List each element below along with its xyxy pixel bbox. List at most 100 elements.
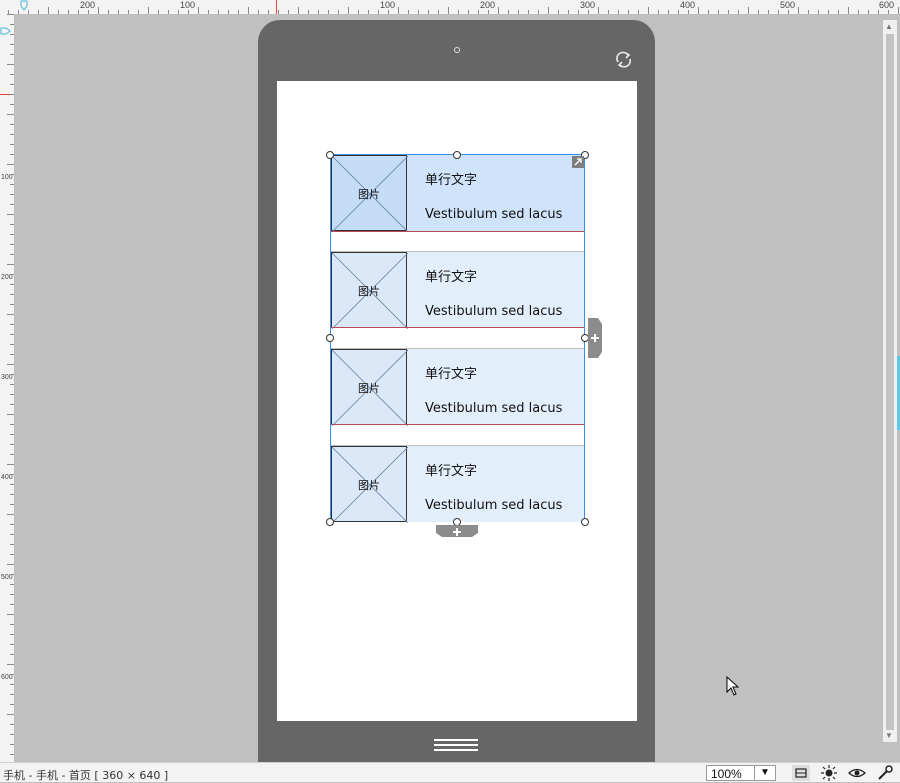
- ruler-tick: [7, 614, 14, 615]
- ruler-tick: [10, 194, 14, 195]
- ruler-tick: [10, 254, 14, 255]
- ruler-tick: [10, 304, 14, 305]
- ruler-tick: [10, 644, 14, 645]
- ruler-tick: [848, 7, 849, 14]
- resize-handle-top-left[interactable]: [326, 151, 334, 159]
- ruler-position-marker: [276, 0, 277, 14]
- ruler-tick: [838, 10, 839, 14]
- resize-handle-top[interactable]: [453, 151, 461, 159]
- ruler-tick: [808, 10, 809, 14]
- ruler-tick: [7, 514, 14, 515]
- image-label: 图片: [358, 285, 380, 298]
- image-placeholder[interactable]: 图片: [331, 252, 408, 329]
- image-placeholder[interactable]: 图片: [331, 155, 408, 232]
- ruler-guide-icon[interactable]: [19, 0, 29, 12]
- chevron-down-icon[interactable]: ▼: [754, 766, 775, 780]
- ruler-tick: [7, 264, 14, 265]
- add-column-plus-icon[interactable]: [588, 318, 602, 358]
- ruler-label: 100: [380, 0, 396, 10]
- ruler-tick: [668, 10, 669, 14]
- repeater-list[interactable]: 图片 单行文字 Vestibulum sed lacus 图片 单行文字 Ves…: [330, 154, 585, 523]
- add-row-plus-icon[interactable]: [436, 525, 478, 539]
- eye-icon[interactable]: [848, 765, 866, 781]
- ruler-tick: [238, 10, 239, 14]
- ruler-tick: [698, 7, 699, 14]
- row-subtitle: Vestibulum sed lacus: [425, 498, 563, 513]
- ruler-tick: [10, 74, 14, 75]
- ruler-guide-icon[interactable]: [0, 26, 12, 36]
- scroll-up-icon[interactable]: ▲: [885, 22, 893, 31]
- ruler-tick: [678, 10, 679, 14]
- expand-corner-icon[interactable]: [572, 156, 584, 168]
- ruler-tick: [10, 704, 14, 705]
- ruler-tick: [178, 10, 179, 14]
- ruler-tick: [768, 10, 769, 14]
- ruler-tick: [10, 204, 14, 205]
- side-panel-edge[interactable]: [897, 356, 900, 430]
- list-item[interactable]: 图片 单行文字 Vestibulum sed lacus: [331, 155, 584, 232]
- ruler-tick: [10, 144, 14, 145]
- ruler-tick: [228, 10, 229, 14]
- ruler-tick: [7, 64, 14, 65]
- ruler-tick: [7, 214, 14, 215]
- home-menu-icon[interactable]: [434, 737, 478, 753]
- ruler-tick: [128, 10, 129, 14]
- list-item[interactable]: 图片 单行文字 Vestibulum sed lacus: [331, 348, 584, 426]
- ruler-tick: [10, 434, 14, 435]
- row-subtitle: Vestibulum sed lacus: [425, 207, 563, 222]
- ruler-tick: [358, 10, 359, 14]
- ruler-tick: [68, 10, 69, 14]
- ruler-tick: [568, 10, 569, 14]
- ruler-tick: [48, 7, 49, 14]
- ruler-tick: [28, 10, 29, 14]
- ruler-tick: [518, 10, 519, 14]
- ruler-label: 200: [1, 274, 13, 281]
- ruler-tick: [10, 354, 14, 355]
- row-divider: [331, 424, 584, 425]
- ruler-tick: [138, 10, 139, 14]
- vertical-scrollbar[interactable]: ▲ ▼: [883, 20, 897, 742]
- rotate-icon[interactable]: [614, 50, 634, 70]
- image-placeholder[interactable]: 图片: [331, 349, 408, 426]
- ruler-tick: [458, 10, 459, 14]
- vertical-ruler[interactable]: 100 200 300 400 500 600: [0, 14, 15, 762]
- ruler-tick: [198, 7, 199, 14]
- ruler-label: 400: [680, 0, 696, 10]
- scrollbar-thumb[interactable]: [886, 34, 894, 730]
- list-item[interactable]: 图片 单行文字 Vestibulum sed lacus: [331, 251, 584, 329]
- ruler-tick: [10, 54, 14, 55]
- ruler-tick: [858, 10, 859, 14]
- ruler-tick: [298, 7, 299, 14]
- ruler-tick: [38, 10, 39, 14]
- placeholder-cross-icon: [332, 253, 408, 329]
- row-title: 单行文字: [425, 367, 478, 382]
- ruler-tick: [288, 10, 289, 14]
- ruler-tick: [98, 7, 99, 14]
- ruler-tick: [328, 10, 329, 14]
- ruler-tick: [708, 10, 709, 14]
- wrench-icon[interactable]: [876, 765, 894, 781]
- ruler-tick: [10, 24, 14, 25]
- ruler-tick: [10, 154, 14, 155]
- ruler-tick: [108, 10, 109, 14]
- image-placeholder[interactable]: 图片: [331, 446, 408, 523]
- resize-handle-bottom-right[interactable]: [581, 518, 589, 526]
- resize-handle-left[interactable]: [326, 334, 334, 342]
- zoom-select[interactable]: 100% ▼: [706, 765, 776, 781]
- list-item[interactable]: 图片 单行文字 Vestibulum sed lacus: [331, 445, 584, 523]
- resize-handle-top-right[interactable]: [581, 151, 589, 159]
- ruler-tick: [7, 114, 14, 115]
- ruler-tick: [10, 94, 14, 95]
- ruler-tick: [10, 634, 14, 635]
- placeholder-cross-icon: [332, 350, 408, 426]
- ruler-label: 500: [780, 0, 796, 10]
- horizontal-ruler[interactable]: 200 100 100 200 300 400 500 600: [0, 0, 900, 15]
- scroll-down-icon[interactable]: ▼: [885, 731, 893, 740]
- ruler-tick: [10, 624, 14, 625]
- resize-handle-bottom-left[interactable]: [326, 518, 334, 526]
- layout-icon[interactable]: [792, 765, 810, 781]
- sun-icon[interactable]: [820, 765, 838, 781]
- ruler-tick: [10, 484, 14, 485]
- ruler-tick: [10, 654, 14, 655]
- image-label: 图片: [358, 188, 380, 201]
